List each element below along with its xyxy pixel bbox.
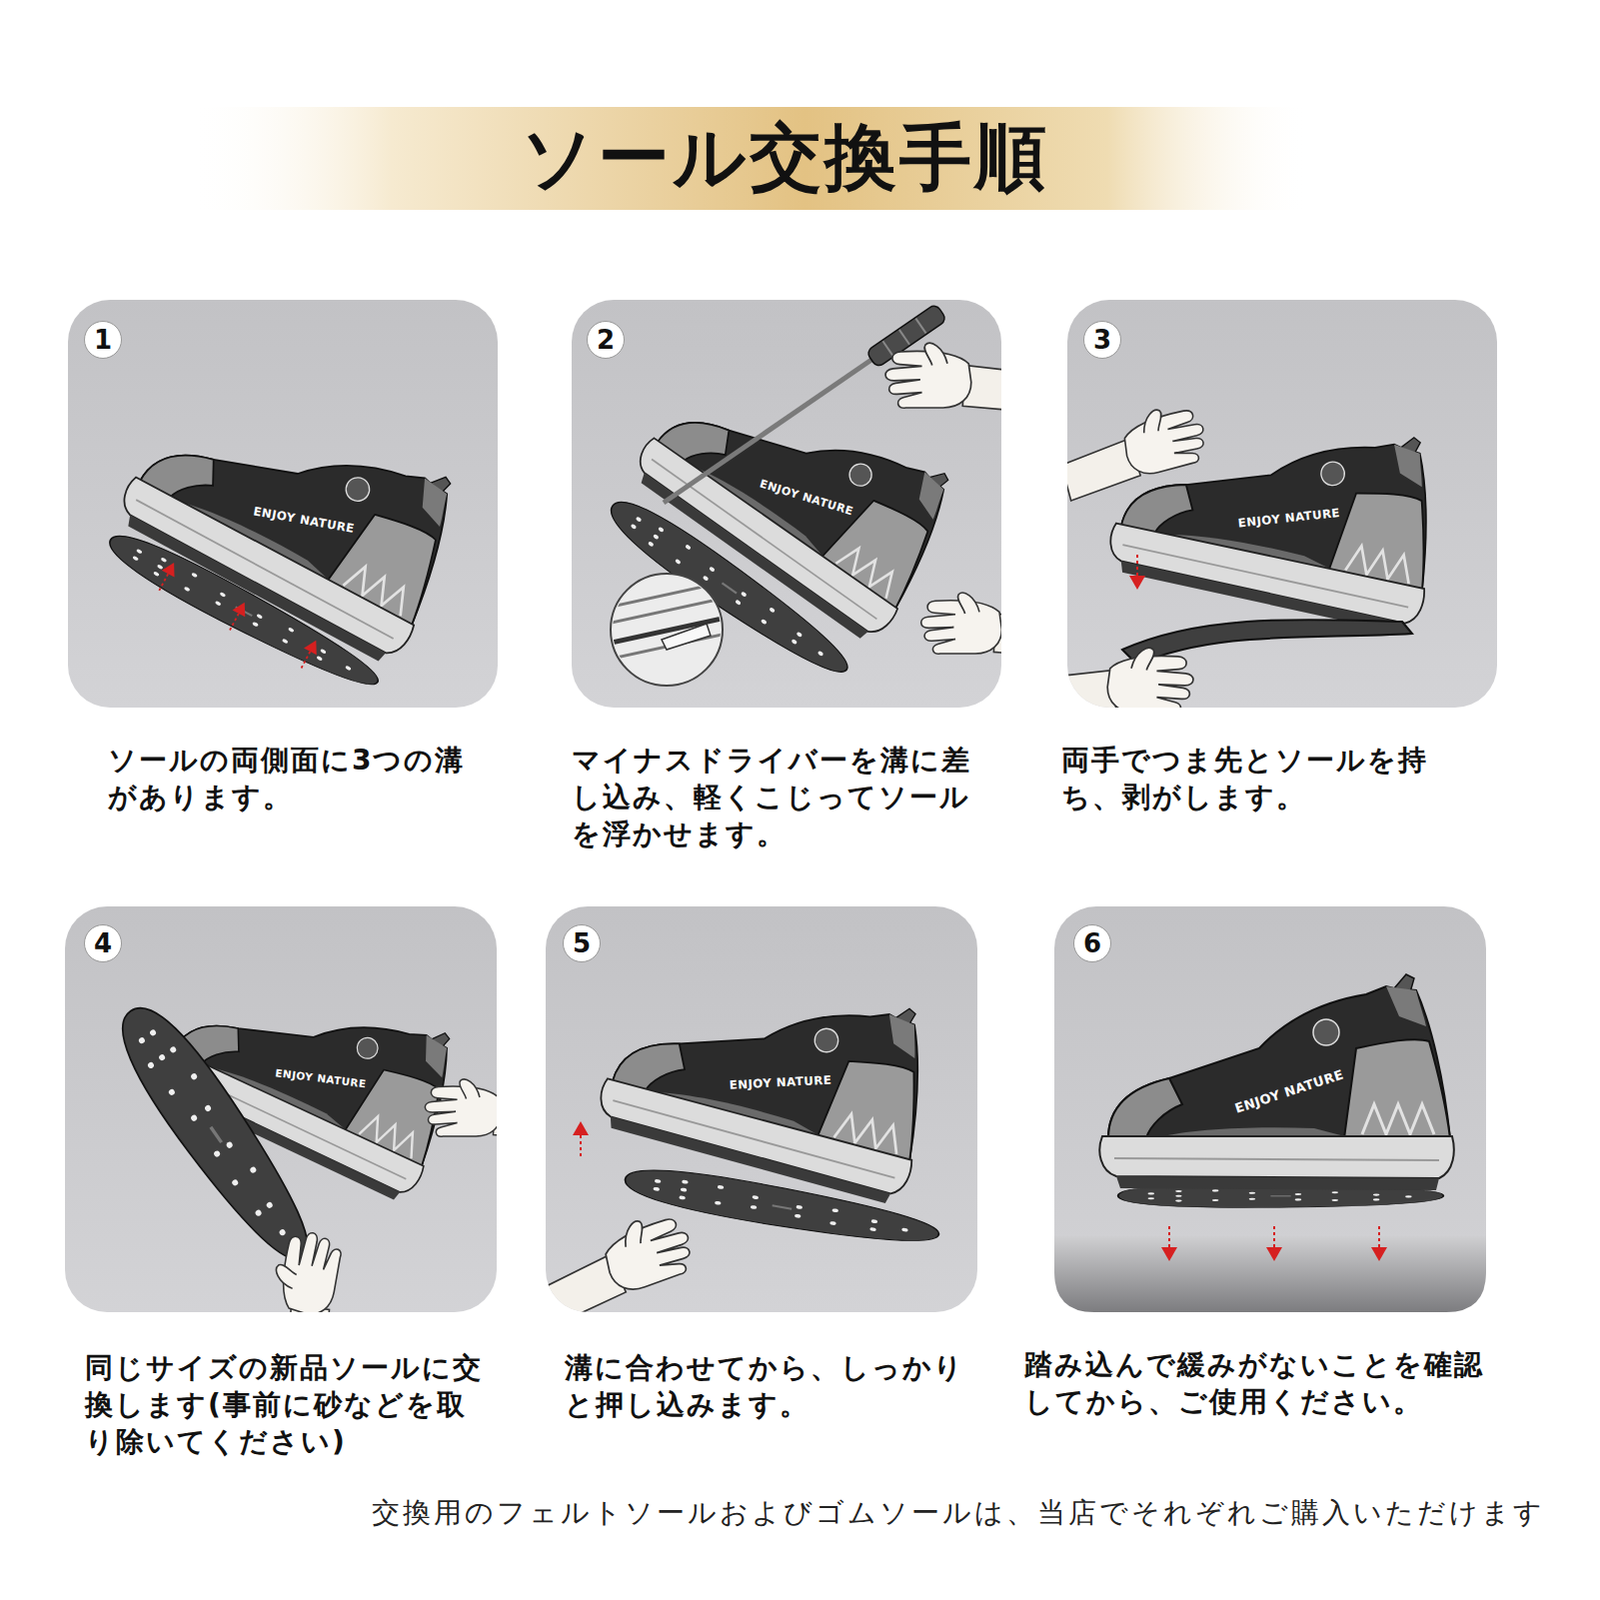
step-panel: 同じサイズの新品ソールに交 換します(事前に砂などを取 り除いてください)4 <box>64 906 497 1313</box>
step-caption: 溝に合わせてから、しっかり と押し込みます。 <box>564 1349 985 1424</box>
footnote: 交換用のフェルトソールおよびゴムソールは、当店でそれぞれご購入いただけます <box>371 1496 1546 1531</box>
step-panel <box>1054 906 1487 1313</box>
brand-print: ENJOY NATURE <box>729 1074 833 1092</box>
step-caption: ソールの両側面に3つの溝 があります。 <box>107 741 488 816</box>
shoe-group <box>90 347 484 708</box>
step-number: 3 <box>1093 326 1112 353</box>
step-caption: マイナスドライバーを溝に差 し込み、軽くこじってソール を浮かせます。 <box>571 741 992 853</box>
step-caption: 踏み込んで緩みがないことを確認 してから、ご使用ください。 <box>1024 1346 1505 1421</box>
shoe-group <box>592 937 951 1208</box>
step-panel <box>67 299 498 708</box>
step-panel: ソールの両側面に3つの溝 があります。1 <box>67 299 498 708</box>
step-number: 6 <box>1083 930 1102 957</box>
brand-print: ENJOY NATURE <box>251 505 355 535</box>
step-number-badge: 2 <box>586 320 625 359</box>
step-caption: 両手でつま先とソールを持 ち、剥がします。 <box>1061 741 1452 816</box>
step-panel <box>530 906 978 1326</box>
step-panel <box>571 299 1068 708</box>
step-number-badge: 6 <box>1073 924 1112 963</box>
panel-ground <box>1067 299 1498 708</box>
step-caption: 同じサイズの新品ソールに交 換します(事前に砂などを取 り除いてください) <box>84 1349 505 1461</box>
step-panel: 踏み込んで緩みがないことを確認 してから、ご使用ください。6 <box>1054 906 1487 1313</box>
brand-print: ENJOY NATURE <box>274 1067 367 1090</box>
step-number: 4 <box>93 930 112 957</box>
step-number-badge: 1 <box>83 320 122 359</box>
step-panel <box>1038 299 1499 718</box>
brand-print: ENJOY NATURE <box>1237 507 1341 530</box>
step-number-badge: 3 <box>1083 320 1122 359</box>
panel-ground <box>67 299 498 708</box>
step-number-badge: 4 <box>83 924 122 963</box>
detail-inset <box>606 573 727 686</box>
title-text: ソール交換手順 <box>520 120 1050 193</box>
title-band <box>189 106 1310 210</box>
step-number-badge: 5 <box>562 924 601 963</box>
step-panel: 溝に合わせてから、しっかり と押し込みます。5 <box>545 906 978 1313</box>
step-number: 1 <box>93 326 112 353</box>
step-panel <box>64 906 563 1384</box>
step-number: 2 <box>596 326 615 353</box>
step-panel: マイナスドライバーを溝に差 し込み、軽くこじってソール を浮かせます。2 <box>571 299 1002 708</box>
panel-ground <box>1054 906 1487 1313</box>
brand-print: ENJOY NATURE <box>757 478 854 518</box>
shoe-group <box>1099 974 1454 1208</box>
brand-print: ENJOY NATURE <box>1233 1067 1346 1115</box>
step-panel: 両手でつま先とソールを持 ち、剥がします。3 <box>1067 299 1498 708</box>
step-number: 5 <box>572 930 591 957</box>
